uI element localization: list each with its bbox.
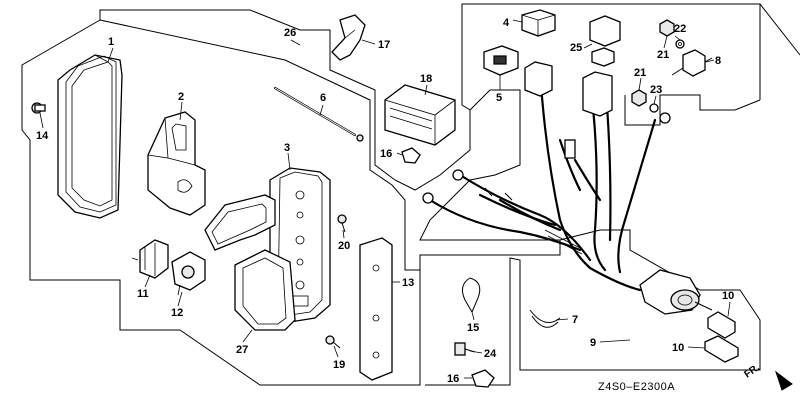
- group-outlines: [21, 3, 800, 386]
- part-cable-6: [273, 86, 364, 142]
- part-control-box-cover: [57, 54, 123, 219]
- part-key-10-lower: [704, 335, 739, 363]
- part-switch-11: [131, 239, 169, 279]
- part-bracket-2: [147, 111, 206, 216]
- leader-lines: [39, 19, 731, 379]
- part-nut-21-bottom: [631, 89, 647, 107]
- callout-12: 12: [171, 307, 183, 319]
- part-relay-4: [521, 9, 556, 37]
- callout-8: 8: [715, 55, 721, 67]
- callout-22: 22: [674, 23, 686, 35]
- callout-26: 26: [284, 27, 296, 39]
- callout-24: 24: [484, 348, 497, 360]
- part-screw-14: [31, 102, 46, 114]
- callout-16-upper: 16: [380, 148, 392, 160]
- part-clip-16-bottom: [471, 369, 495, 388]
- outline-harness-right: [425, 229, 761, 386]
- callout-11: 11: [137, 288, 149, 300]
- front-direction-indicator: FR.: [742, 362, 793, 391]
- outline-top-middle: [99, 3, 800, 191]
- callout-17: 17: [378, 39, 390, 51]
- part-nut-21-top: [659, 19, 675, 37]
- callout-13: 13: [402, 277, 414, 289]
- callout-9: 9: [590, 337, 596, 349]
- part-screw-20: [337, 214, 347, 233]
- callout-14: 14: [36, 130, 49, 142]
- callout-5: 5: [496, 92, 502, 104]
- callout-20: 20: [338, 240, 350, 252]
- callout-18: 18: [420, 73, 432, 85]
- part-fuse-25: [589, 15, 621, 67]
- callout-3: 3: [284, 142, 290, 154]
- part-washer-22: [675, 39, 685, 49]
- callout-1: 1: [108, 36, 114, 48]
- part-clip-7: [529, 309, 561, 328]
- part-coupler-5: [483, 45, 519, 76]
- drawing-code: Z4S0–E2300A: [598, 381, 675, 393]
- part-terminal-8: [671, 49, 713, 77]
- part-key-10-upper: [707, 311, 736, 339]
- part-clip-16-top: [401, 147, 421, 164]
- callout-25: 25: [570, 42, 582, 54]
- callout-15: 15: [467, 322, 479, 334]
- callout-10-upper: 10: [722, 290, 734, 302]
- direction-label: FR.: [742, 362, 762, 380]
- part-clip-15: [461, 277, 481, 313]
- direction-arrow-icon: [775, 370, 793, 391]
- callout-2: 2: [178, 91, 184, 103]
- part-bolt-24: [454, 342, 476, 356]
- callout-16-lower: 16: [447, 373, 459, 385]
- callout-27: 27: [236, 344, 248, 356]
- callout-21-lower: 21: [634, 67, 646, 79]
- callout-labels: 1 2 3 4 5 6 7 8 9 10 10 11 12 13 14 15 1…: [36, 17, 734, 385]
- callout-10-lower: 10: [672, 342, 684, 354]
- part-screw-19: [325, 335, 341, 349]
- callout-7: 7: [572, 314, 578, 326]
- part-wire-harness-9: [422, 61, 713, 315]
- callout-6: 6: [320, 92, 326, 104]
- part-plate-13: [359, 237, 393, 381]
- part-pad-18: [384, 84, 456, 146]
- part-clamp-17: [331, 14, 366, 61]
- callout-19: 19: [333, 359, 345, 371]
- callout-23: 23: [650, 84, 662, 96]
- outline-fuse-group: [624, 94, 761, 126]
- outline-control-box: [21, 19, 421, 386]
- callout-21-upper: 21: [657, 49, 669, 61]
- callout-4: 4: [503, 17, 510, 29]
- outline-harness: [419, 89, 561, 270]
- part-lower-panel: [234, 249, 296, 331]
- part-switch-12: [171, 251, 206, 296]
- part-washer-23: [649, 103, 659, 113]
